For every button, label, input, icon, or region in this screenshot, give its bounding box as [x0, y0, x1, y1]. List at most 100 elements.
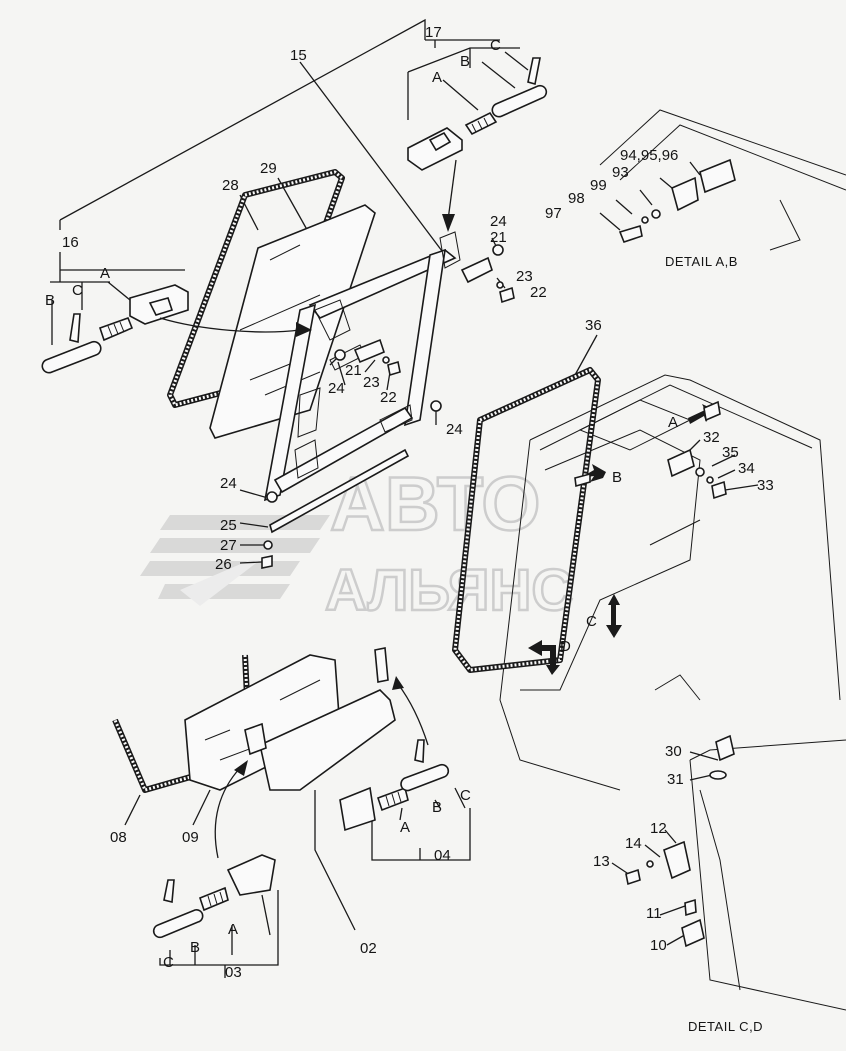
latch-body-03a — [226, 854, 276, 896]
callout-12: 12 — [650, 820, 667, 837]
spring-03 — [199, 886, 229, 912]
letter-16-b: B — [45, 292, 55, 309]
spring-17 — [464, 111, 498, 136]
callout-22a: 22 — [530, 284, 547, 301]
part-97-bolt — [618, 224, 643, 243]
part-36-door-seal — [452, 367, 601, 673]
callout-24c: 24 — [446, 421, 463, 438]
callout-16: 16 — [62, 234, 79, 251]
part-29-window-glass — [209, 204, 376, 439]
letter-03-c: C — [163, 954, 174, 971]
callout-93: 93 — [612, 164, 629, 181]
callout-24b: 24 — [328, 380, 345, 397]
callout-13: 13 — [593, 853, 610, 870]
part-02-lower-frame — [244, 647, 396, 791]
letter-16-c: C — [72, 282, 83, 299]
detail-ab-view — [599, 109, 846, 251]
callout-98: 98 — [568, 190, 585, 207]
part-23-washer-b — [382, 356, 390, 364]
letter-17-c: C — [490, 37, 501, 54]
callout-11: 11 — [646, 905, 662, 922]
view-letter-a: A — [668, 414, 678, 431]
watermark-logo-stripes-icon — [140, 515, 330, 606]
part-22-bolt-b — [387, 360, 401, 377]
arrow-c-icon — [606, 594, 622, 638]
callout-27: 27 — [220, 537, 237, 554]
callout-36: 36 — [585, 317, 602, 334]
arrow-d-icon — [528, 640, 560, 675]
watermark-logo: АВТО АЛЬЯНС — [140, 461, 574, 624]
part-13-screw — [625, 868, 641, 886]
part-14-washer — [646, 860, 654, 868]
callout-97: 97 — [545, 205, 562, 222]
letter-04-b: B — [432, 799, 442, 816]
callout-34: 34 — [738, 460, 755, 477]
part-33-bolt — [711, 480, 727, 500]
callout-23a: 23 — [516, 268, 533, 285]
callout-94-95-96: 94,95,96 — [620, 147, 678, 164]
callout-33: 33 — [757, 477, 774, 494]
part-26-screw — [261, 555, 273, 569]
sub-letter-labels: A B C A B C A B C A B C A B C D — [45, 37, 678, 971]
pin-04c — [414, 739, 425, 764]
callout-02: 02 — [360, 940, 377, 957]
part-31-grommet — [709, 770, 727, 780]
callout-10: 10 — [650, 937, 667, 954]
callout-28: 28 — [222, 177, 239, 194]
callout-23b: 23 — [363, 374, 380, 391]
part-30-knob — [715, 734, 735, 762]
arrow-b-icon — [580, 464, 606, 482]
pin-16c — [69, 313, 81, 344]
view-letter-d: D — [560, 638, 571, 655]
part-17-latch-assembly — [407, 57, 548, 171]
callout-26: 26 — [215, 556, 232, 573]
callout-04: 04 — [434, 847, 451, 864]
part-11-screw — [684, 898, 697, 917]
part-21-plate-b — [353, 338, 385, 364]
detail-hinge-parts — [574, 400, 727, 500]
part-35-washer — [695, 467, 705, 477]
arrow-up-icon — [234, 760, 248, 776]
part-32-bracket — [667, 448, 695, 478]
part-34-washer — [706, 476, 714, 484]
callout-09: 09 — [182, 829, 199, 846]
assembly-flow-arrows — [159, 159, 457, 859]
part-25-rail — [269, 448, 410, 534]
part-12-latch — [663, 840, 691, 880]
part-24-bushing-a — [492, 244, 504, 256]
view-letter-c: C — [586, 613, 597, 630]
pin-17c — [527, 57, 541, 86]
callout-99: 99 — [590, 177, 607, 194]
part-99-washer — [651, 209, 661, 219]
view-letter-b: B — [612, 469, 622, 486]
callout-30: 30 — [665, 743, 682, 760]
part-93-bracket — [671, 176, 699, 212]
part-16-latch-assembly — [41, 284, 189, 374]
letter-16-a: A — [100, 265, 110, 282]
detail-cd-caption: DETAIL C,D — [688, 1019, 763, 1034]
letter-04-c: C — [460, 787, 471, 804]
callout-24a: 24 — [490, 213, 507, 230]
part-24-bushing-d — [266, 491, 278, 503]
callout-35: 35 — [722, 444, 739, 461]
letter-17-a: A — [432, 69, 442, 86]
part-24-bushing-c — [430, 400, 442, 412]
pin-03b — [152, 909, 204, 939]
part-23-washer-a — [496, 281, 504, 289]
part-27-washer — [263, 540, 273, 550]
callout-leader-lines — [50, 18, 759, 978]
pin-16b — [41, 340, 102, 374]
callout-21a: 21 — [490, 229, 507, 246]
callout-08: 08 — [110, 829, 127, 846]
callout-31: 31 — [667, 771, 684, 788]
hardware-small-parts — [261, 244, 515, 569]
callout-15: 15 — [290, 47, 307, 64]
callout-25: 25 — [220, 517, 237, 534]
part-94-96-plate — [699, 158, 736, 194]
callout-17: 17 — [425, 24, 442, 41]
pin-04b — [400, 763, 450, 792]
letter-03-b: B — [190, 939, 200, 956]
part-04-latch-assembly — [339, 739, 450, 832]
